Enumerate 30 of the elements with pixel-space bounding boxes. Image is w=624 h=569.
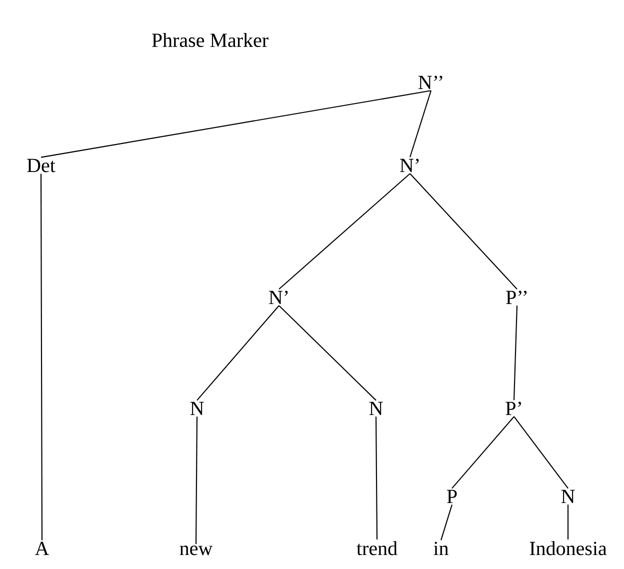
tree-label: P — [447, 490, 457, 503]
tree-label: in — [434, 542, 448, 555]
tree-branch — [196, 305, 280, 401]
tree-label: A — [34, 542, 50, 555]
tree-branch — [278, 305, 376, 401]
tree-branch — [410, 90, 432, 158]
tree-label: N — [561, 490, 575, 503]
tree-branch — [40, 90, 432, 158]
tree-branch — [514, 416, 568, 489]
tree-label: N’ — [269, 290, 288, 304]
tree-branch — [567, 504, 569, 540]
tree-label: Indonesia — [530, 541, 607, 556]
tree-label: N — [369, 402, 383, 415]
tree-label: N’’ — [418, 76, 442, 89]
tree-branch — [40, 174, 43, 540]
tree-label: new — [180, 546, 213, 556]
tree-label: trend — [356, 541, 398, 556]
tree-label: Det — [27, 158, 56, 172]
tree-branch — [195, 416, 198, 544]
tree-branch — [410, 173, 518, 290]
title: Phrase Marker — [152, 32, 268, 48]
tree-branch — [440, 504, 453, 540]
tree-branch — [513, 306, 518, 400]
tree-branch — [452, 416, 514, 489]
tree-label: N’ — [400, 158, 419, 172]
tree-branch — [278, 173, 410, 290]
tree-label: P’ — [506, 402, 521, 415]
tree-branch — [375, 416, 378, 540]
tree-label: P’’ — [506, 290, 527, 304]
tree-label: N — [190, 402, 204, 415]
